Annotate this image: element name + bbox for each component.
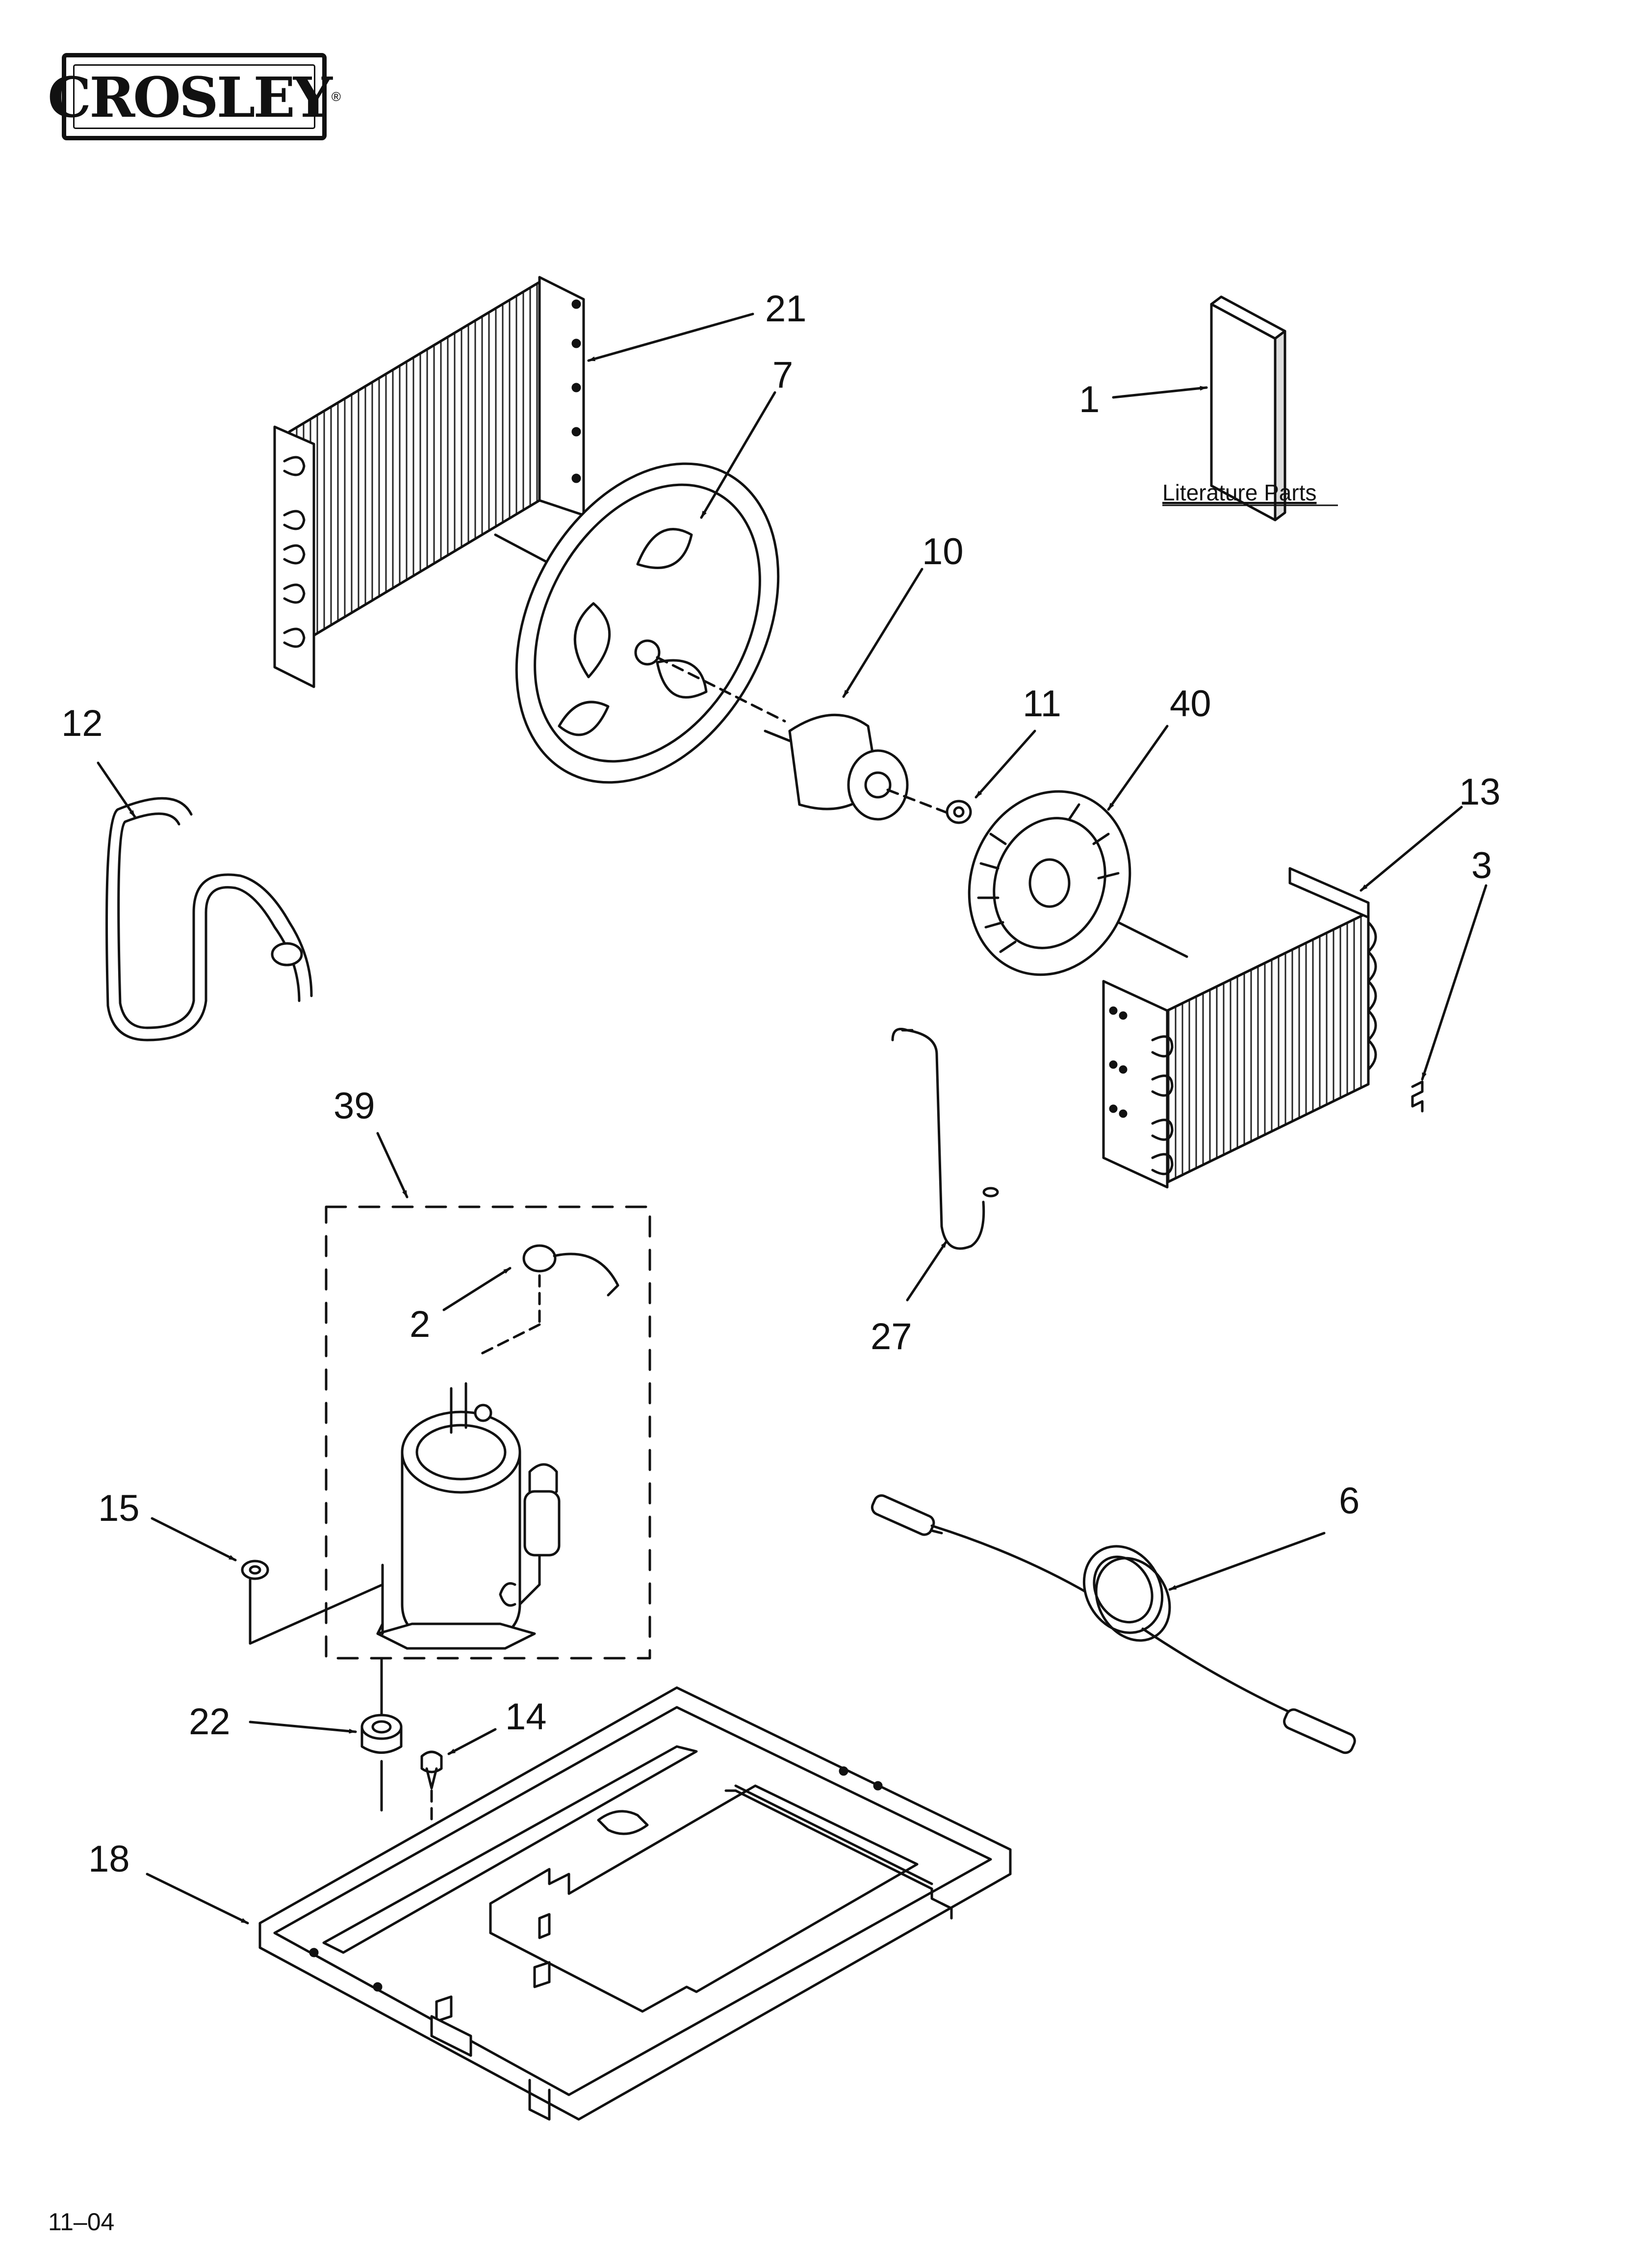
callout-14: 14 bbox=[505, 1696, 547, 1738]
leader-10 bbox=[842, 568, 924, 698]
brand-name: CROSLEY bbox=[48, 65, 333, 130]
leader-11 bbox=[975, 730, 1036, 799]
base-pan bbox=[258, 1686, 1012, 2121]
callout-21: 21 bbox=[765, 288, 807, 330]
capillary-tube bbox=[871, 1494, 1356, 1754]
leader-27 bbox=[906, 1240, 948, 1302]
leader-14 bbox=[447, 1728, 497, 1755]
washer bbox=[241, 1560, 269, 1630]
callout-12: 12 bbox=[61, 703, 103, 744]
leader-22 bbox=[249, 1721, 357, 1734]
leader-12 bbox=[97, 761, 136, 818]
callout-39: 39 bbox=[334, 1085, 375, 1127]
callout-1: 1 bbox=[1079, 379, 1100, 420]
evaporator-coil bbox=[1102, 867, 1377, 1189]
callout-15: 15 bbox=[98, 1487, 140, 1529]
callout-11: 11 bbox=[1023, 683, 1061, 725]
leader-1 bbox=[1112, 386, 1208, 399]
leader-6 bbox=[1168, 1532, 1326, 1591]
brand-registered-mark: ® bbox=[331, 89, 341, 104]
leader-15 bbox=[151, 1517, 237, 1562]
callout-3: 3 bbox=[1471, 845, 1492, 886]
brand-logo: CROSLEY® bbox=[48, 53, 341, 140]
overload bbox=[479, 1244, 619, 1356]
literature-parts-caption: Literature Parts bbox=[1162, 480, 1316, 505]
leader-2 bbox=[442, 1267, 512, 1311]
leader-3 bbox=[1421, 884, 1488, 1081]
compressor bbox=[249, 1382, 561, 1650]
callout-7: 7 bbox=[772, 354, 793, 396]
literature-booklet bbox=[1210, 295, 1286, 521]
callout-40: 40 bbox=[1170, 683, 1211, 725]
callout-18: 18 bbox=[88, 1838, 130, 1880]
leader-13 bbox=[1360, 806, 1463, 892]
revision-code: 11–04 bbox=[48, 2208, 115, 2236]
compressor-kit-box bbox=[325, 1205, 651, 1660]
nut bbox=[946, 800, 972, 824]
callout-27: 27 bbox=[871, 1316, 912, 1357]
callout-13: 13 bbox=[1459, 771, 1501, 813]
callout-2: 2 bbox=[410, 1303, 430, 1345]
leader-39 bbox=[376, 1132, 409, 1199]
leader-21 bbox=[587, 313, 754, 362]
callout-22: 22 bbox=[189, 1701, 231, 1743]
fan-motor bbox=[764, 713, 953, 821]
leader-18 bbox=[146, 1873, 249, 1925]
screw bbox=[420, 1750, 443, 1915]
blower-wheel bbox=[968, 790, 1188, 976]
callout-10: 10 bbox=[922, 531, 964, 573]
leader-7 bbox=[700, 391, 776, 519]
suction-tube bbox=[105, 797, 313, 1042]
grommet bbox=[360, 1657, 403, 1812]
callout-6: 6 bbox=[1339, 1480, 1360, 1522]
drain-tube bbox=[891, 1028, 999, 1250]
clip bbox=[1411, 1080, 1424, 1113]
brand-logo-inner-border bbox=[73, 64, 315, 129]
leader-40 bbox=[1107, 725, 1169, 811]
